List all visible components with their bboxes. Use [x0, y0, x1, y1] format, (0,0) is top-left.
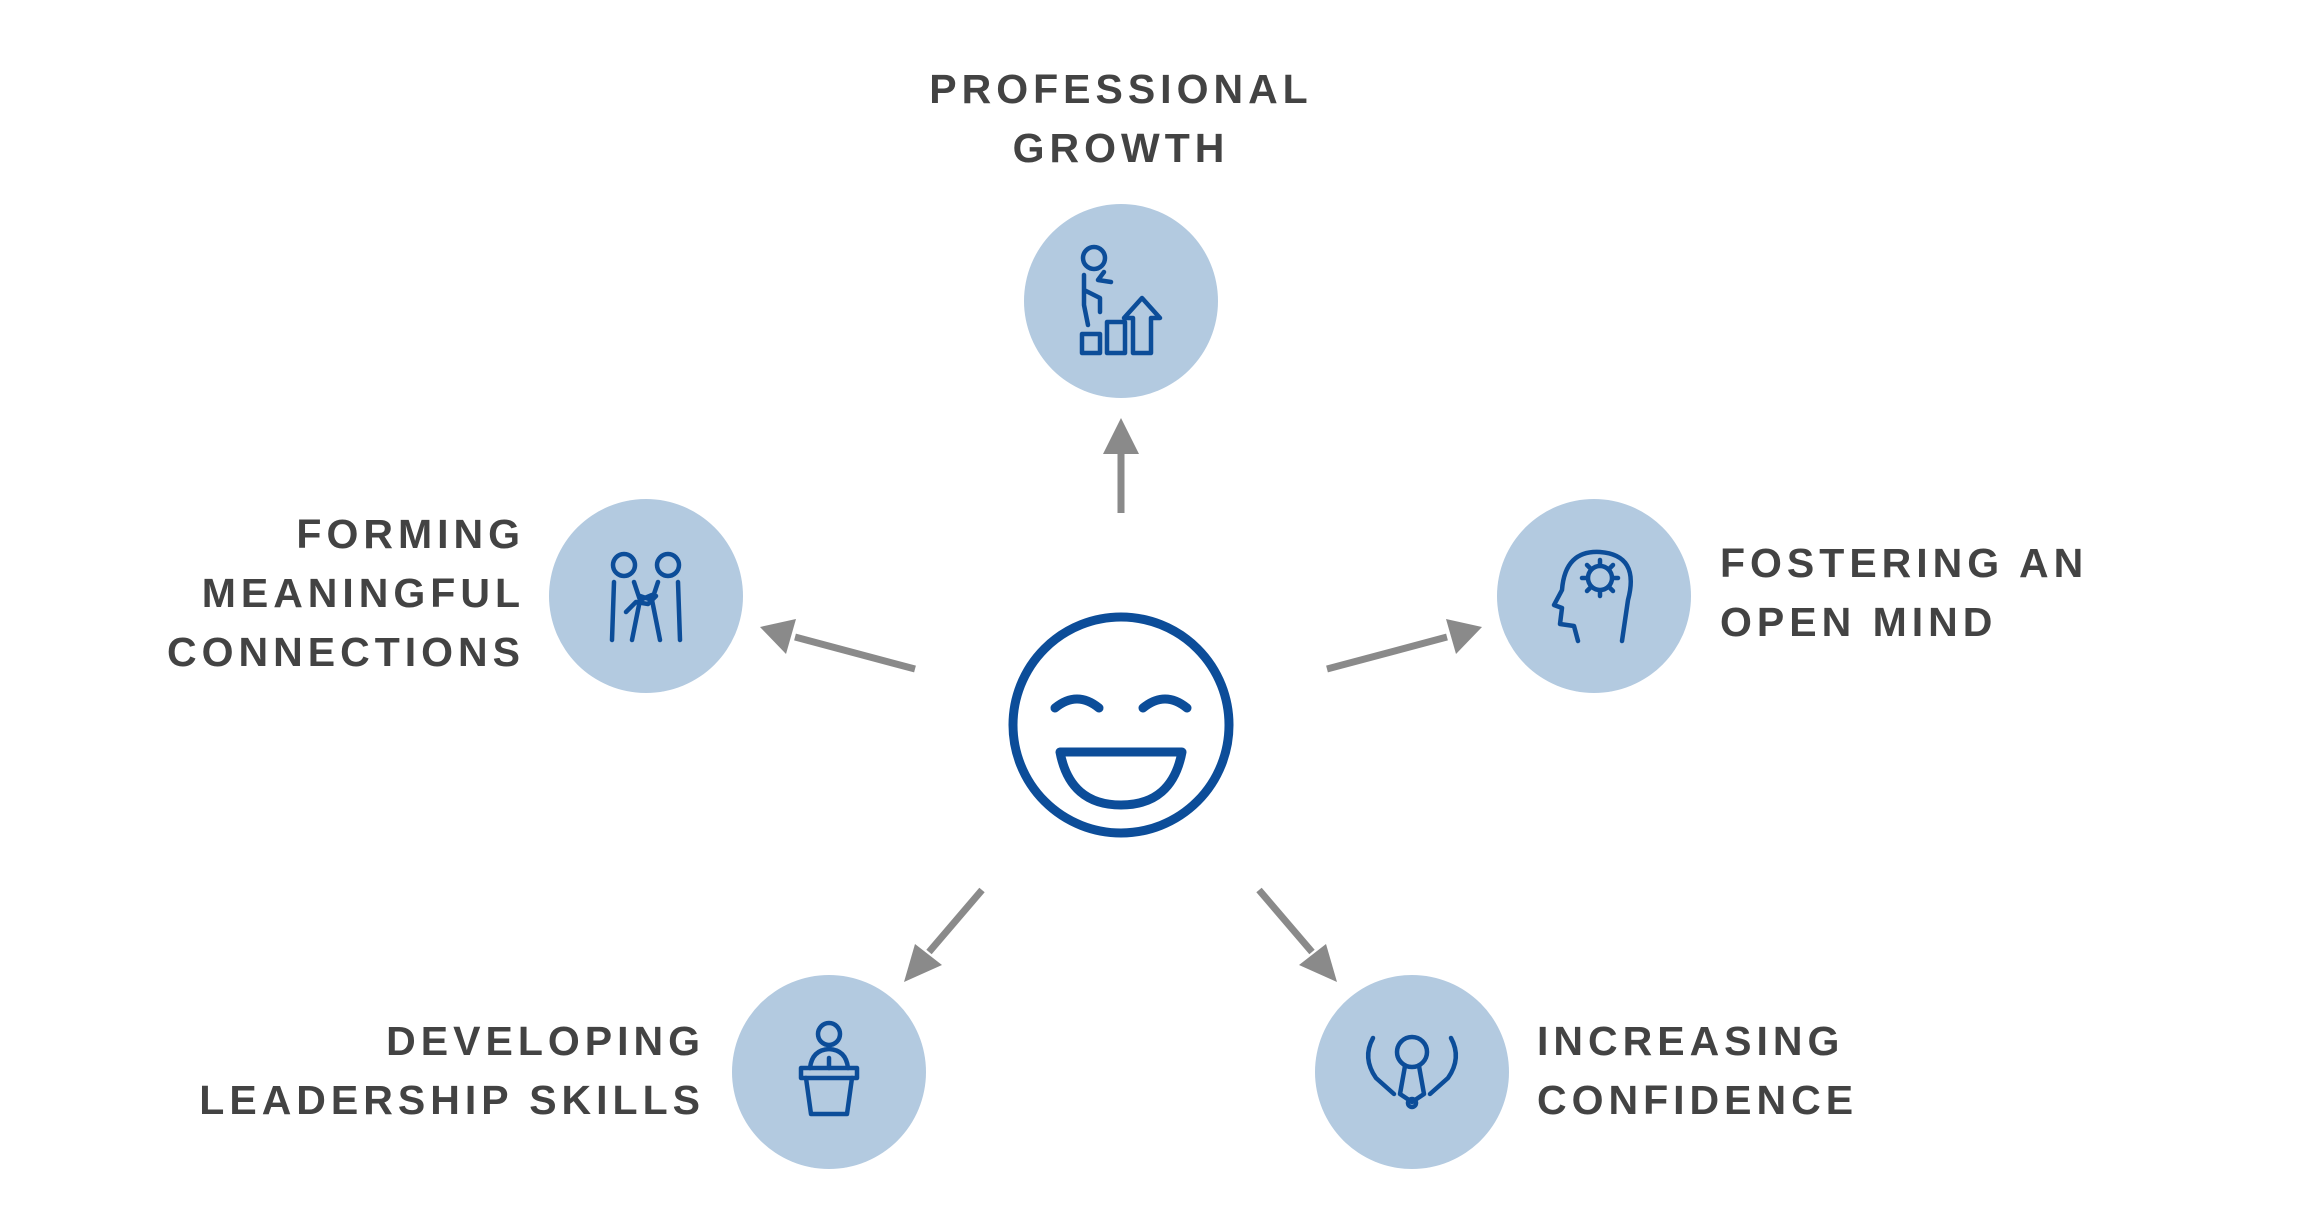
label-line: CONFIDENCE: [1537, 1077, 1859, 1123]
climbing-growth-icon: [1079, 244, 1163, 356]
handshake-icon: [609, 551, 683, 643]
open-mind-node: [1497, 499, 1691, 693]
label-line: CONNECTIONS: [167, 629, 525, 675]
label-line: DEVELOPING: [386, 1018, 705, 1064]
label-confidence: INCREASING CONFIDENCE: [1537, 1012, 1957, 1130]
arrow-right: [1326, 619, 1482, 673]
connections-node: [549, 499, 743, 693]
podium-speaker-icon: [798, 1020, 860, 1117]
label-professional-growth: PROFESSIONAL GROWTH: [921, 60, 1321, 178]
confidence-node: [1315, 975, 1509, 1169]
arrow-down-left: [904, 887, 985, 982]
arrow-left: [760, 619, 916, 673]
label-leadership: DEVELOPING LEADERSHIP SKILLS: [175, 1012, 705, 1130]
arrows: [760, 418, 1482, 982]
arrow-down-right: [1256, 887, 1337, 982]
label-line: OPEN MIND: [1720, 599, 1998, 645]
laughing-face-icon: [1008, 612, 1234, 838]
professional-growth-node: [1024, 204, 1218, 398]
raised-hands-medal-icon: [1366, 1034, 1458, 1110]
arrow-up: [1103, 418, 1139, 513]
node-circle: [1497, 499, 1691, 693]
node-circle: [732, 975, 926, 1169]
label-line: FORMING: [296, 511, 525, 557]
node-circle: [1315, 975, 1509, 1169]
label-line: INCREASING: [1537, 1018, 1845, 1064]
label-line: LEADERSHIP SKILLS: [199, 1077, 705, 1123]
label-line: MEANINGFUL: [201, 570, 525, 616]
leadership-node: [732, 975, 926, 1169]
label-line: GROWTH: [1012, 125, 1230, 171]
label-line: PROFESSIONAL: [929, 66, 1313, 112]
label-connections: FORMING MEANINGFUL CONNECTIONS: [130, 505, 525, 682]
label-open-mind: FOSTERING AN OPEN MIND: [1720, 534, 2140, 652]
node-circle: [1024, 204, 1218, 398]
label-line: FOSTERING AN: [1720, 540, 2089, 586]
head-gear-icon: [1551, 549, 1634, 644]
